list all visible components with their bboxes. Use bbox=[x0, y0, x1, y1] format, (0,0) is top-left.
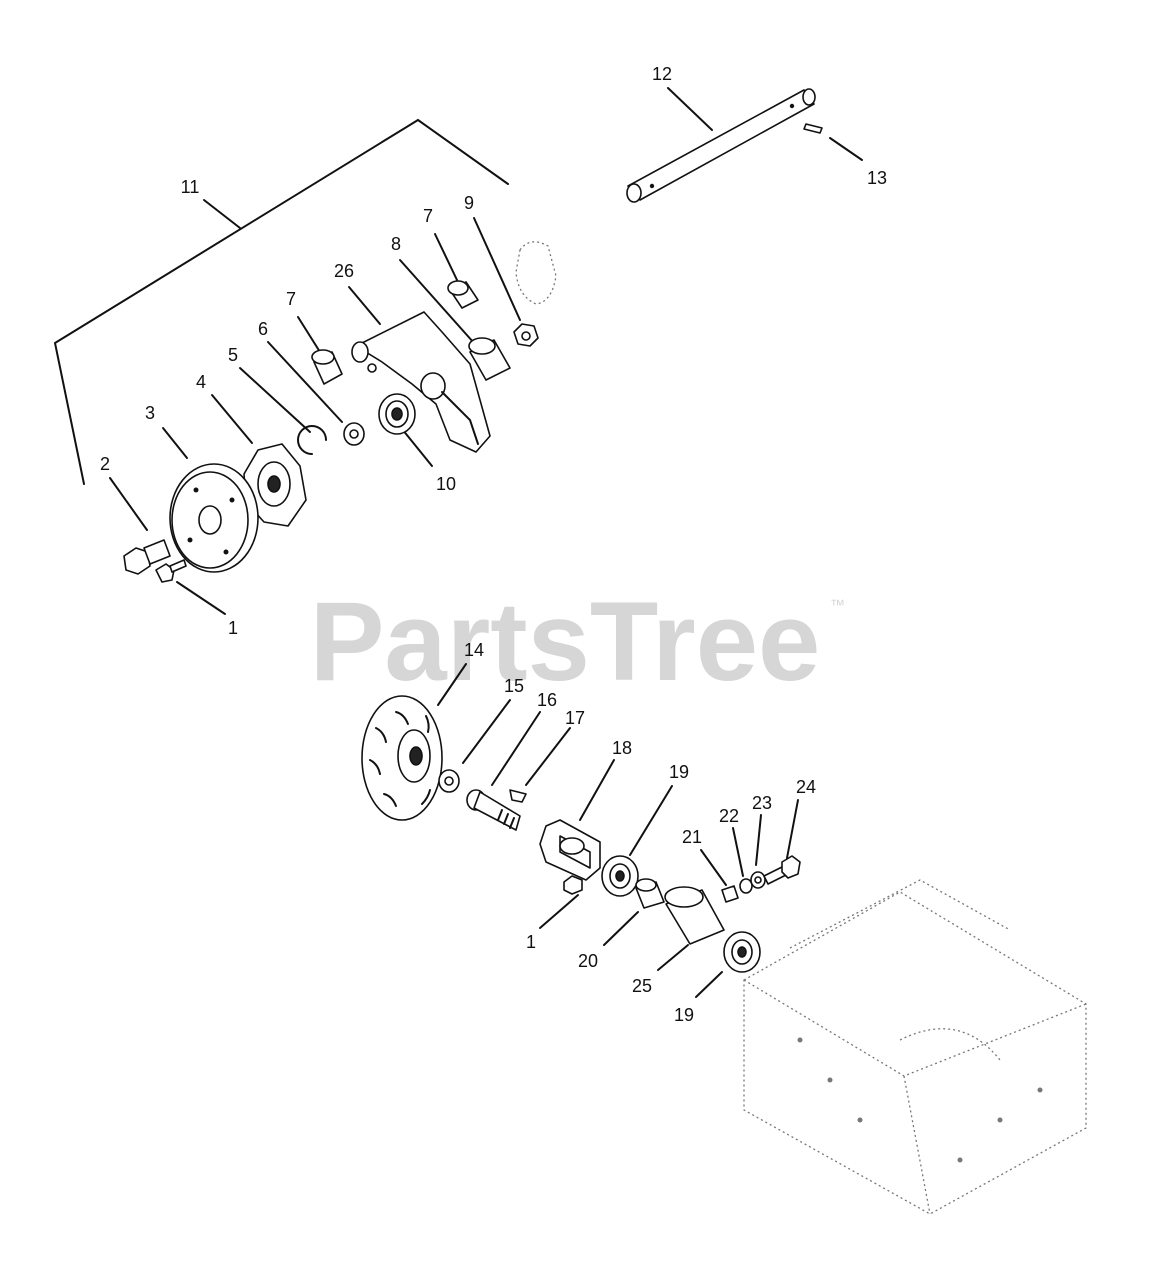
part-17-key bbox=[509, 789, 527, 803]
callout-7-lower: 7 bbox=[286, 289, 296, 309]
part-7-bushing-upper bbox=[447, 280, 479, 309]
part-20-bushing bbox=[635, 878, 665, 909]
leader-5 bbox=[239, 367, 311, 433]
part-ghost-outline bbox=[515, 241, 557, 305]
part-13-pin bbox=[803, 123, 823, 134]
leader-16 bbox=[491, 711, 541, 786]
part-2-shoulder-bolt bbox=[123, 539, 171, 575]
part-19-bearing-upper bbox=[601, 855, 639, 897]
leader-23 bbox=[755, 814, 762, 866]
leader-7b bbox=[434, 233, 458, 281]
part-7-bushing-lower bbox=[311, 349, 343, 385]
callout-17: 17 bbox=[565, 708, 585, 728]
callout-2: 2 bbox=[100, 454, 110, 474]
leader-19a bbox=[629, 785, 673, 856]
leader-4 bbox=[211, 394, 253, 444]
leader-12 bbox=[667, 87, 713, 131]
part-22-washer bbox=[739, 878, 753, 894]
part-6-washer bbox=[343, 422, 365, 446]
callout-3: 3 bbox=[145, 403, 155, 423]
leader-3 bbox=[162, 427, 188, 459]
part-5-retaining-ring bbox=[297, 425, 327, 455]
part-24-bolt bbox=[763, 855, 801, 885]
part-23-lock-washer bbox=[750, 871, 766, 889]
callout-25: 25 bbox=[632, 976, 652, 996]
leader-13 bbox=[829, 137, 863, 161]
leader-6 bbox=[267, 341, 343, 423]
part-16-stub-shaft bbox=[466, 789, 521, 831]
leader-25 bbox=[657, 944, 689, 971]
part-1-screw-lower bbox=[563, 875, 583, 895]
part-26-lever bbox=[351, 311, 491, 453]
callout-19-upper: 19 bbox=[669, 762, 689, 782]
part-10-bearing bbox=[378, 393, 416, 435]
part-8-spacer bbox=[468, 337, 511, 381]
callout-16: 16 bbox=[537, 690, 557, 710]
part-19-bearing-lower bbox=[723, 931, 761, 973]
callout-4: 4 bbox=[196, 372, 206, 392]
part-auger-housing-ghost bbox=[743, 879, 1087, 1215]
leader-11 bbox=[203, 199, 241, 229]
leader-15 bbox=[462, 699, 511, 764]
callout-11: 11 bbox=[181, 177, 200, 197]
callout-10: 10 bbox=[436, 474, 456, 494]
callout-23: 23 bbox=[752, 793, 772, 813]
part-18-bearing-housing bbox=[539, 819, 601, 881]
callout-22: 22 bbox=[719, 806, 739, 826]
leader-2 bbox=[109, 477, 148, 531]
callout-12: 12 bbox=[652, 64, 672, 84]
callout-20: 20 bbox=[578, 951, 598, 971]
leader-8 bbox=[399, 259, 475, 344]
leader-9 bbox=[473, 217, 521, 321]
part-14-impeller bbox=[361, 695, 443, 821]
part-12-shaft bbox=[626, 88, 816, 203]
leader-17 bbox=[525, 727, 571, 786]
leader-1b bbox=[539, 894, 579, 929]
callout-26: 26 bbox=[334, 261, 354, 281]
leader-24 bbox=[786, 799, 799, 859]
callout-1-upper: 1 bbox=[228, 618, 238, 638]
callout-5: 5 bbox=[228, 345, 238, 365]
callout-13: 13 bbox=[867, 168, 887, 188]
callout-labels: 1 2 3 4 5 6 7 7 8 9 10 11 12 13 14 15 16… bbox=[100, 64, 887, 1025]
part-3-pulley bbox=[169, 463, 259, 573]
assembly-bracket-11 bbox=[53, 118, 509, 485]
callout-14: 14 bbox=[464, 640, 484, 660]
watermark-trademark: ™ bbox=[830, 597, 845, 614]
part-25-spacer bbox=[664, 886, 725, 945]
callout-18: 18 bbox=[612, 738, 632, 758]
callout-6: 6 bbox=[258, 319, 268, 339]
part-21-plug bbox=[721, 885, 739, 903]
callout-15: 15 bbox=[504, 676, 524, 696]
part-4-hub bbox=[243, 443, 307, 527]
callout-9: 9 bbox=[464, 193, 474, 213]
leader-20 bbox=[603, 911, 639, 946]
part-1-screw-upper bbox=[155, 559, 187, 583]
callout-21: 21 bbox=[682, 827, 702, 847]
callout-7-upper: 7 bbox=[423, 206, 433, 226]
leader-22 bbox=[732, 827, 744, 877]
leader-lines bbox=[109, 87, 863, 998]
watermark-text: PartsTree bbox=[310, 579, 821, 704]
callout-24: 24 bbox=[796, 777, 816, 797]
leader-18 bbox=[579, 759, 615, 821]
callout-8: 8 bbox=[391, 234, 401, 254]
leader-14 bbox=[437, 663, 467, 706]
leader-19b bbox=[695, 971, 723, 998]
leader-26 bbox=[348, 286, 381, 325]
callout-19-lower: 19 bbox=[674, 1005, 694, 1025]
part-9-nut bbox=[513, 323, 539, 347]
leader-21 bbox=[700, 849, 727, 886]
leader-1a bbox=[176, 581, 226, 615]
leader-7a bbox=[297, 316, 321, 353]
callout-1-lower: 1 bbox=[526, 932, 536, 952]
part-15-washer bbox=[438, 769, 460, 793]
